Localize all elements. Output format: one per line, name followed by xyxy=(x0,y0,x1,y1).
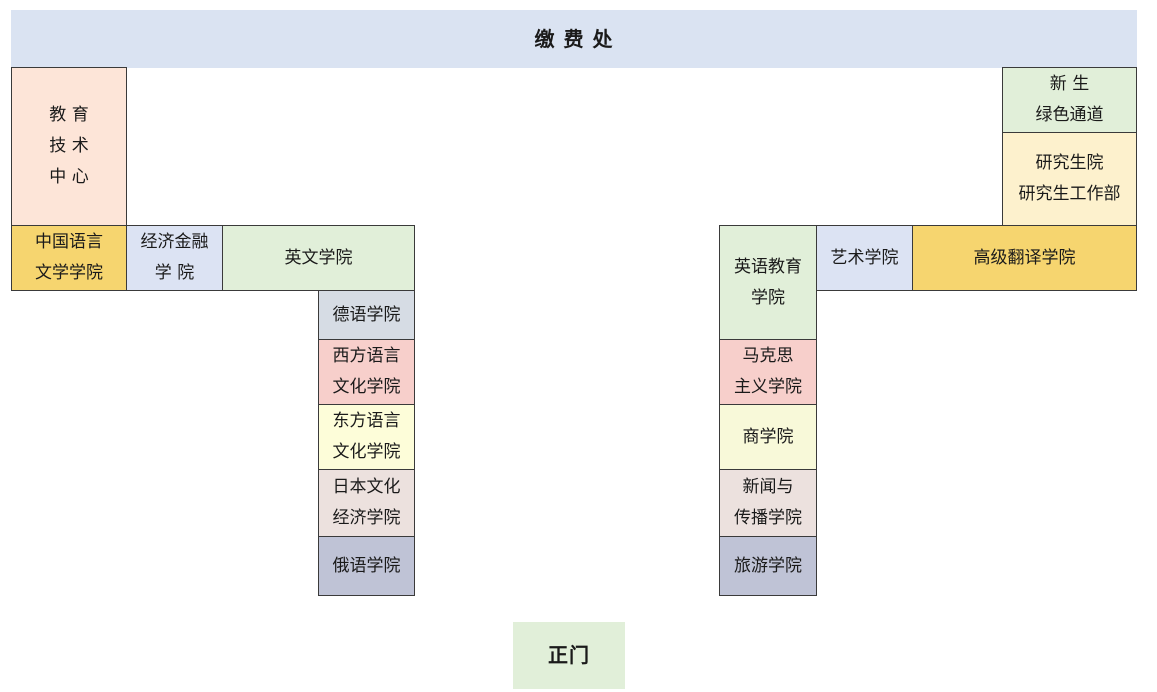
box-english-college: 英文学院 xyxy=(222,225,415,291)
box-graduate-school: 研究生院 研究生工作部 xyxy=(1002,132,1137,226)
box-advanced-translation: 高级翻译学院 xyxy=(912,225,1137,291)
box-tourism: 旅游学院 xyxy=(719,536,817,596)
box-freshman-green-channel: 新 生 绿色通道 xyxy=(1002,67,1137,133)
box-western-languages: 西方语言 文化学院 xyxy=(318,339,415,405)
box-journalism: 新闻与 传播学院 xyxy=(719,469,817,537)
box-marxism: 马克思 主义学院 xyxy=(719,339,817,405)
box-german: 德语学院 xyxy=(318,290,415,340)
payment-office-header: 缴 费 处 xyxy=(11,10,1137,68)
box-russian: 俄语学院 xyxy=(318,536,415,596)
box-eastern-languages: 东方语言 文化学院 xyxy=(318,404,415,470)
box-english-education: 英语教育 学院 xyxy=(719,225,817,340)
box-japanese-culture: 日本文化 经济学院 xyxy=(318,469,415,537)
main-gate: 正门 xyxy=(513,622,625,689)
box-economics-finance: 经济金融 学 院 xyxy=(126,225,223,291)
box-edu-tech-center: 教 育 技 术 中 心 xyxy=(11,67,127,226)
box-business: 商学院 xyxy=(719,404,817,470)
box-chinese-literature: 中国语言 文学学院 xyxy=(11,225,127,291)
box-arts: 艺术学院 xyxy=(816,225,913,291)
